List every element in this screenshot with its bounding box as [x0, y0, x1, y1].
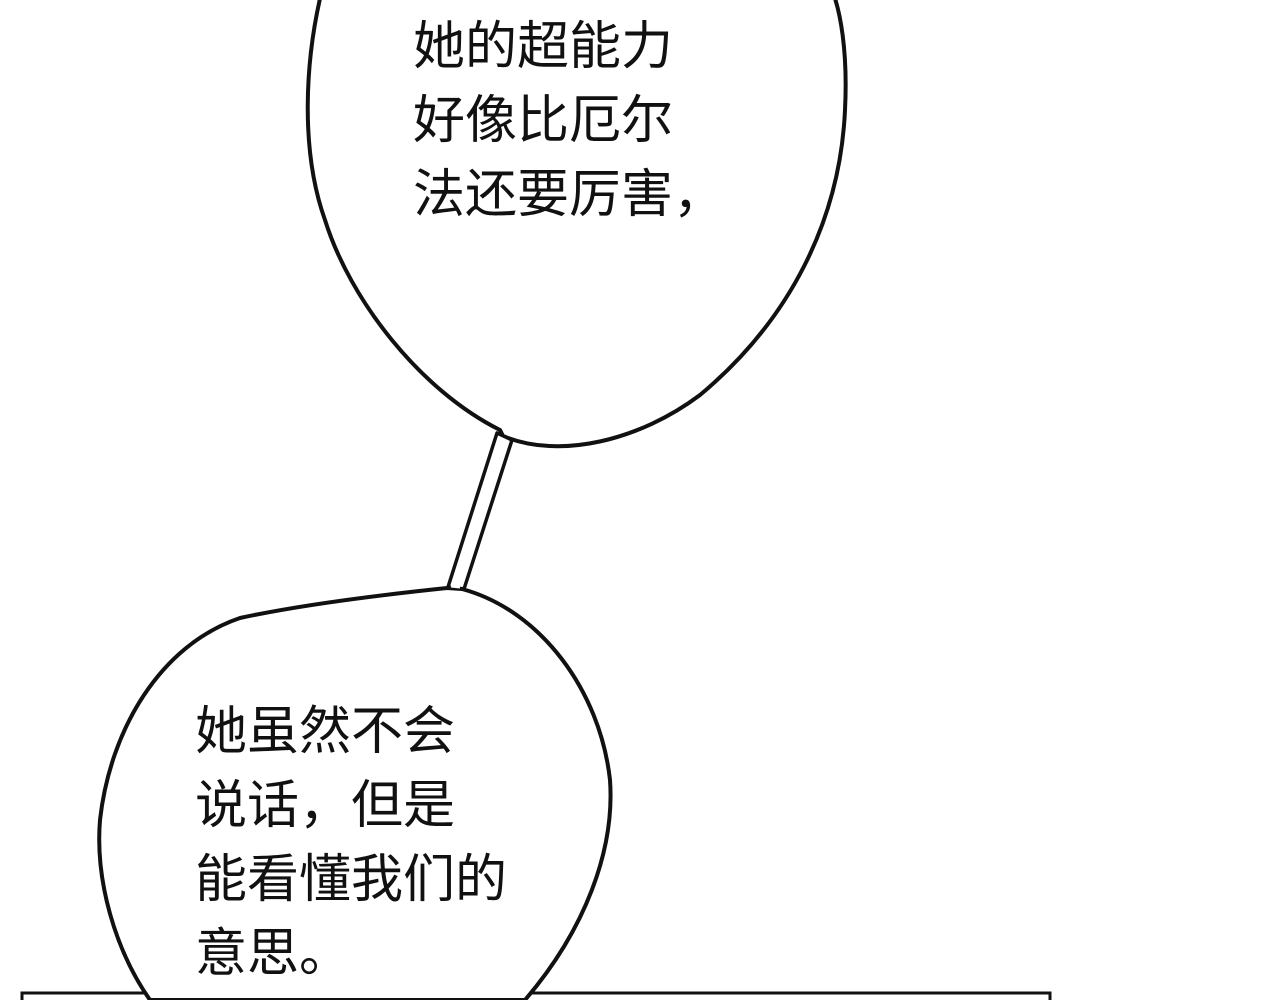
- bottom-speech-bubble: [97, 585, 613, 1000]
- top-bubble-line: 她的超能力: [413, 17, 674, 77]
- top-bubble-line: 法还要厉害，: [413, 165, 726, 225]
- top-bubble-text: 她的超能力 好像比厄尔 法还要厉害，: [413, 10, 725, 232]
- panel-frame: [20, 991, 1052, 1000]
- bubble-connector: [446, 431, 514, 591]
- top-bubble-line: 好像比厄尔: [413, 91, 674, 151]
- bottom-bubble-line: 说话，但是: [195, 776, 456, 836]
- bottom-bubble-line: 能看懂我们的: [195, 850, 508, 910]
- bottom-bubble-text: 她虽然不会 说话，但是 能看懂我们的 意思。: [195, 695, 507, 991]
- bottom-bubble-line: 意思。: [195, 924, 352, 984]
- top-speech-bubble: [305, 0, 848, 449]
- bottom-bubble-line: 她虽然不会: [195, 702, 456, 762]
